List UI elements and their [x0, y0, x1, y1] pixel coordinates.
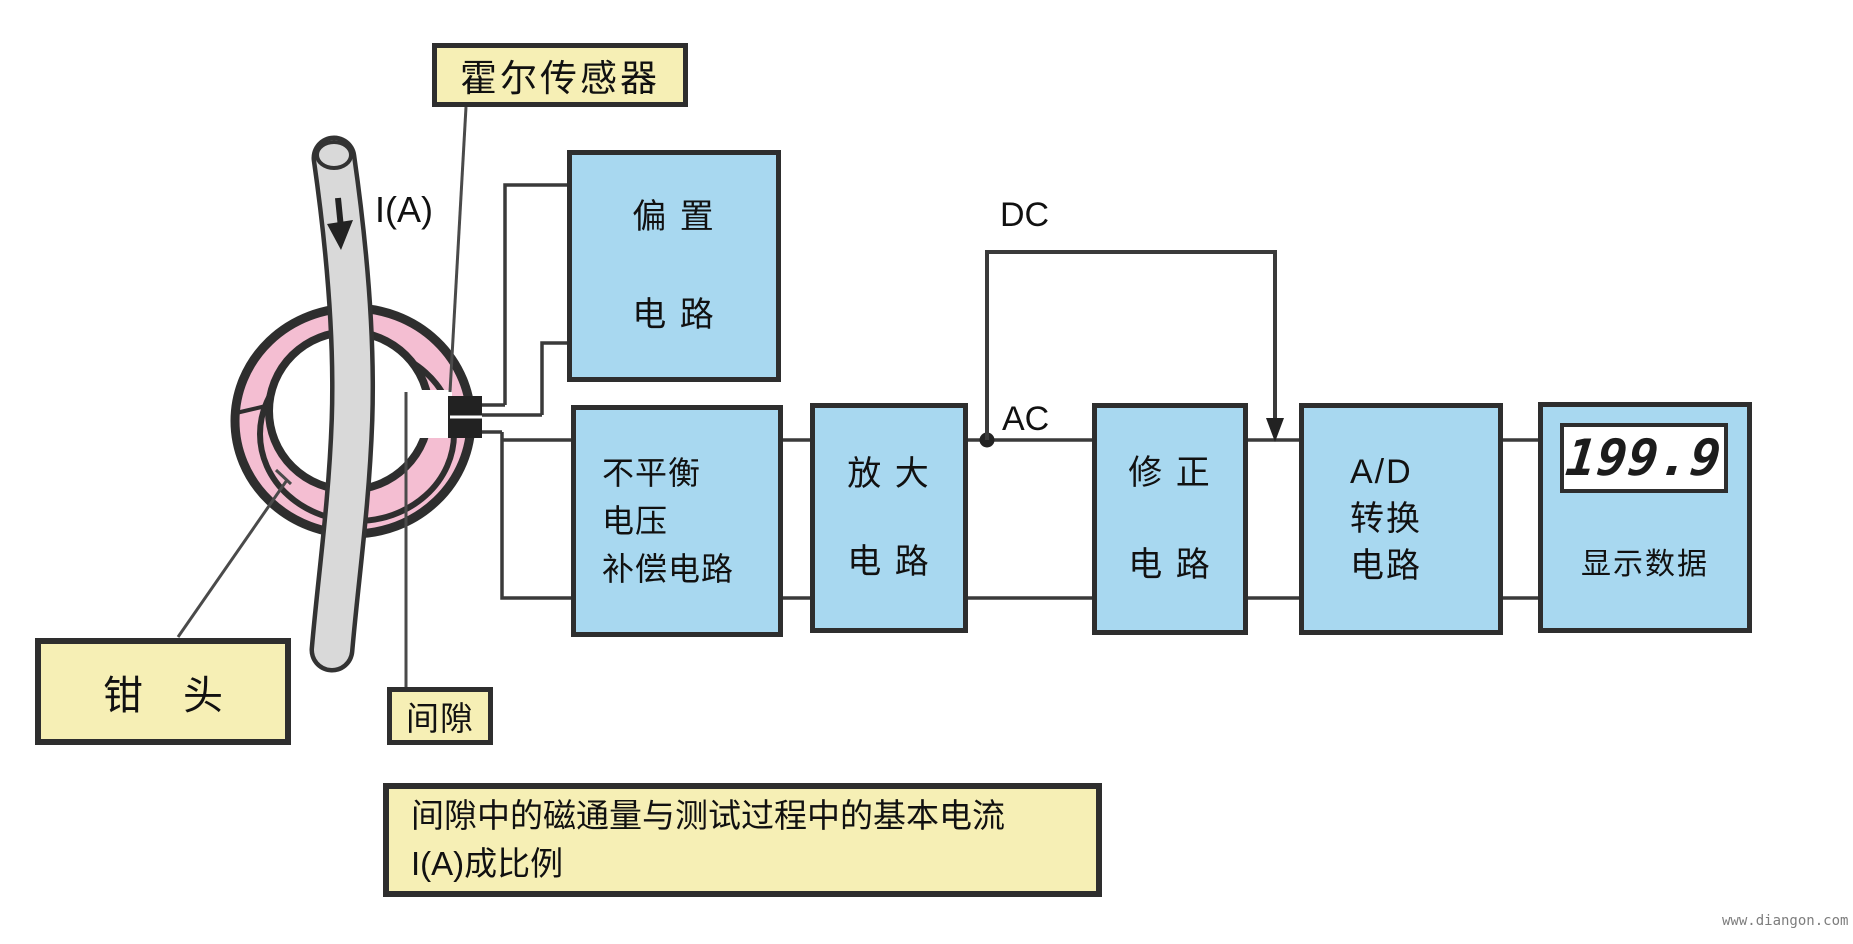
bias-line-1: 偏 置 — [632, 198, 716, 236]
compensation-line-2: 电压 — [602, 503, 669, 539]
compensation-line-1: 不平衡 — [602, 455, 702, 491]
compensation-circuit-block: 不平衡 电压 补偿电路 — [571, 405, 783, 637]
dc-feedback-line — [985, 250, 1284, 442]
adc-line-3: 电路 — [1350, 547, 1422, 585]
amplifier-line-1: 放 大 — [847, 455, 931, 493]
leader-line-clamp-head — [176, 468, 293, 638]
adc-line-2: 转换 — [1350, 500, 1422, 538]
wire-sensor-to-bias-top — [503, 183, 567, 405]
compensation-line-3: 补偿电路 — [602, 551, 735, 587]
adc-circuit-block: A/D 转换 电路 — [1299, 403, 1503, 635]
hall-sensor-block — [448, 396, 542, 438]
signal-bus-lines — [783, 438, 1538, 600]
ac-label: AC — [1002, 400, 1050, 438]
gap-label: 间隙 — [387, 687, 493, 745]
display-block: 199.9 显示数据 — [1538, 402, 1752, 633]
hall-sensor-label: 霍尔传感器 — [432, 43, 688, 107]
correction-circuit-block: 修 正 电 路 — [1092, 403, 1248, 635]
correction-line-1: 修 正 — [1128, 454, 1212, 492]
bias-line-2: 电 路 — [632, 296, 716, 334]
bias-circuit-block: 偏 置 电 路 — [567, 150, 781, 382]
wire-sensor-to-compensation — [500, 432, 571, 600]
amplifier-circuit-block: 放 大 电 路 — [810, 403, 968, 633]
current-label: I(A) — [375, 189, 433, 230]
wire-sensor-to-bias-bottom — [540, 341, 567, 415]
adc-line-1: A/D — [1350, 453, 1413, 491]
lcd-reading: 199.9 — [1563, 429, 1725, 487]
gap-label-text: 间隙 — [406, 700, 474, 737]
display-caption: 显示数据 — [1581, 548, 1709, 581]
lcd-display: 199.9 — [1560, 423, 1728, 493]
hall-sensor-label-text: 霍尔传感器 — [460, 58, 660, 99]
correction-line-2: 电 路 — [1128, 546, 1212, 584]
note-box: 间隙中的磁通量与测试过程中的基本电流 I(A)成比例 — [383, 783, 1102, 897]
core-gap — [406, 390, 452, 438]
clamp-head-label: 钳 头 — [35, 638, 291, 745]
dc-label: DC — [1000, 196, 1050, 234]
clamp-seam — [235, 403, 271, 415]
leader-line-hall-sensor — [448, 106, 468, 393]
clamp-head-label-text: 钳 头 — [103, 673, 223, 718]
note-line-2: I(A)成比例 — [411, 845, 564, 882]
watermark: www.diangon.com — [1722, 913, 1849, 929]
note-line-1: 间隙中的磁通量与测试过程中的基本电流 — [411, 797, 1005, 835]
current-arrow-icon — [327, 197, 353, 250]
amplifier-line-2: 电 路 — [847, 543, 931, 581]
dc-arrowhead-icon — [1266, 418, 1284, 442]
